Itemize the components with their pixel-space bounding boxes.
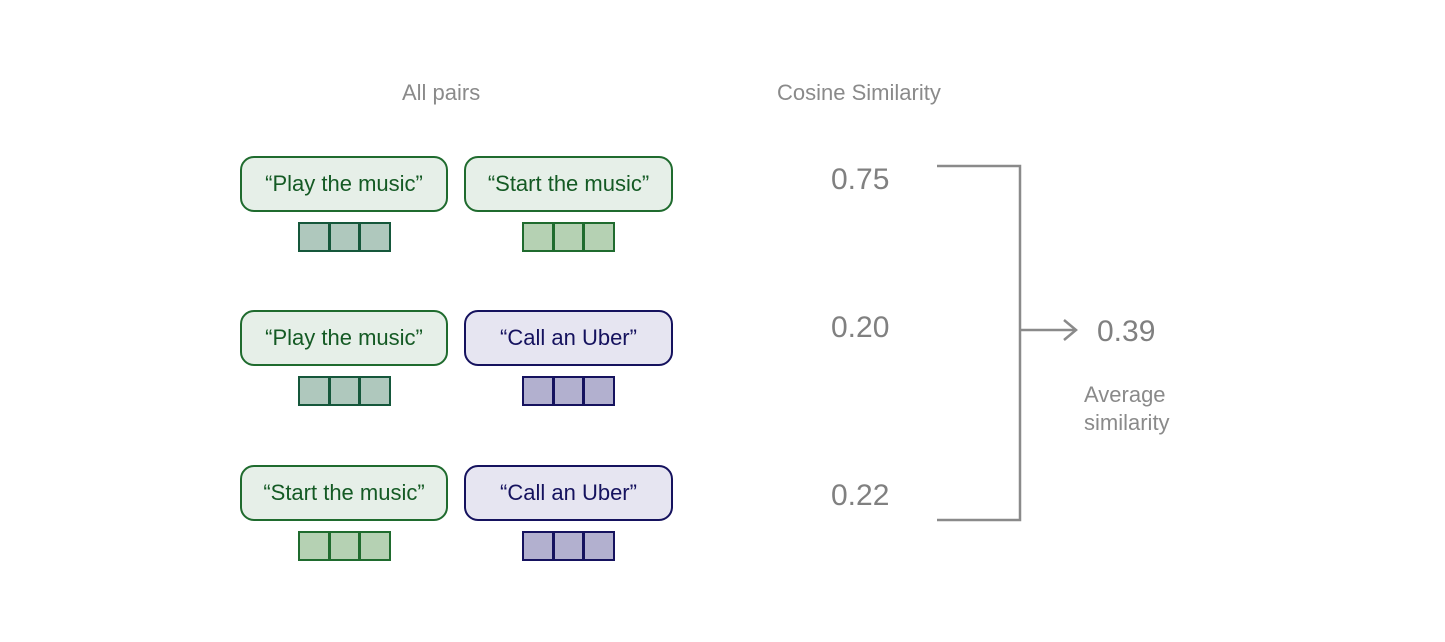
pair-3-left-embedding: [298, 531, 391, 561]
cosine-similarity-heading: Cosine Similarity: [777, 80, 941, 105]
pair-3-left-sentence: “Start the music”: [240, 465, 448, 521]
embedding-cell: [358, 533, 389, 559]
embedding-cell: [582, 378, 613, 404]
embedding-cell: [582, 224, 613, 250]
average-similarity-label-line1: Average: [1084, 382, 1166, 407]
embedding-cell: [327, 378, 359, 404]
embedding-cell: [551, 224, 583, 250]
pair-3-right-sentence: “Call an Uber”: [464, 465, 673, 521]
pair-1-left-sentence: “Play the music”: [240, 156, 448, 212]
embedding-cell: [551, 533, 583, 559]
pair-2-right-embedding: [522, 376, 615, 406]
embedding-cell: [551, 378, 583, 404]
pair-1-right-embedding: [522, 222, 615, 252]
arrow-head-icon: [1063, 319, 1078, 341]
all-pairs-heading: All pairs: [402, 80, 481, 105]
embedding-cell: [358, 224, 389, 250]
pair-1-left-embedding: [298, 222, 391, 252]
average-similarity-value: 0.39: [1097, 315, 1156, 348]
pair-2-left-embedding: [298, 376, 391, 406]
pair-1-score: 0.75: [831, 163, 890, 196]
embedding-cell: [358, 378, 389, 404]
average-similarity-label-line2: similarity: [1084, 410, 1170, 435]
embedding-cell: [327, 533, 359, 559]
bracket-line: [937, 164, 1022, 522]
embedding-cell: [582, 533, 613, 559]
pair-2-score: 0.20: [831, 311, 890, 344]
average-similarity-label: Average similarity: [1084, 381, 1170, 437]
pair-2-left-sentence: “Play the music”: [240, 310, 448, 366]
pair-3-score: 0.22: [831, 479, 890, 512]
embedding-cell: [327, 224, 359, 250]
pair-3-right-embedding: [522, 531, 615, 561]
pair-1-right-sentence: “Start the music”: [464, 156, 673, 212]
pair-2-right-sentence: “Call an Uber”: [464, 310, 673, 366]
